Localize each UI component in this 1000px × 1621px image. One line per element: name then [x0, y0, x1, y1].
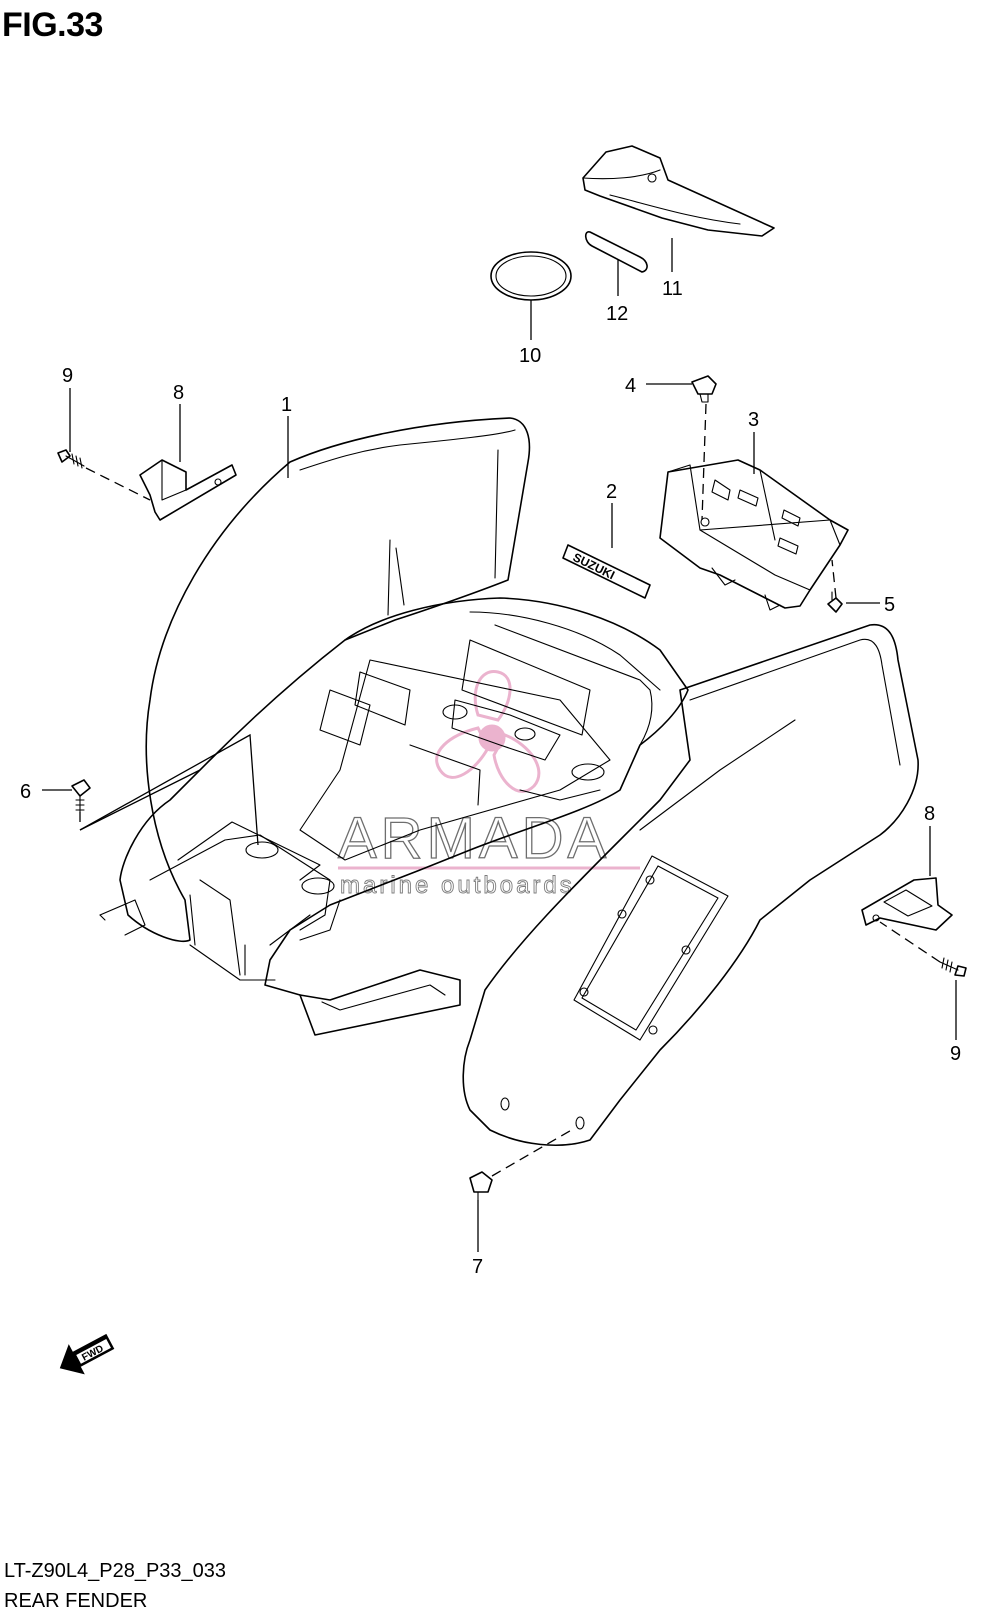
callout-3: 3: [748, 409, 759, 431]
part-3-tray: [659, 459, 849, 611]
propeller-icon: [435, 670, 541, 793]
part-12-roll: [584, 231, 648, 273]
part-1-rear-fender: [99, 417, 919, 1146]
callout-1: 1: [281, 394, 292, 416]
part-8-bracket-right: [861, 877, 953, 931]
part-2-decal: SUZUKI: [562, 544, 651, 599]
propeller-blade-top: [473, 670, 512, 722]
callout-2: 2: [606, 481, 617, 503]
callout-8-left: 8: [173, 382, 184, 404]
propeller-blade-left: [435, 726, 490, 779]
watermark-brand: ARMADA: [338, 806, 610, 871]
diagram-code: LT-Z90L4_P28_P33_033: [4, 1560, 227, 1582]
propeller-hub: [478, 724, 506, 752]
callout-4: 4: [625, 375, 636, 397]
part-11-bag: [582, 145, 775, 237]
callout-6: 6: [20, 781, 31, 803]
part-10-band: [490, 251, 572, 301]
decal-text: SUZUKI: [571, 550, 617, 582]
fwd-arrow-icon: FWD: [59, 1333, 115, 1375]
callout-9-right: 9: [950, 1043, 961, 1065]
part-7-clip: [469, 1171, 493, 1201]
part-6-bolt: [71, 779, 91, 813]
diagram-caption: REAR FENDER: [4, 1590, 148, 1612]
callout-12: 12: [606, 303, 628, 325]
leader-lines: [42, 238, 957, 1252]
part-4-clip: [691, 375, 717, 403]
callout-7: 7: [472, 1256, 483, 1278]
watermark-tagline: marine outboards: [340, 872, 575, 899]
callout-9-left: 9: [62, 365, 73, 387]
part-9-bolt-right: [939, 957, 967, 977]
callout-labels: 9 8 1 4 3 2 5 6 8 9 7 10 12 11: [20, 278, 961, 1278]
figure-title: FIG.33: [2, 6, 103, 44]
part-9-bolt-left: [57, 449, 85, 469]
callout-11: 11: [662, 278, 683, 300]
part-5-screw: [827, 591, 843, 613]
callout-5: 5: [884, 594, 895, 616]
propeller-blade-right: [492, 733, 541, 793]
part-8-bracket-left: [139, 459, 237, 521]
callout-10: 10: [519, 345, 541, 367]
callout-8-right: 8: [924, 803, 935, 825]
